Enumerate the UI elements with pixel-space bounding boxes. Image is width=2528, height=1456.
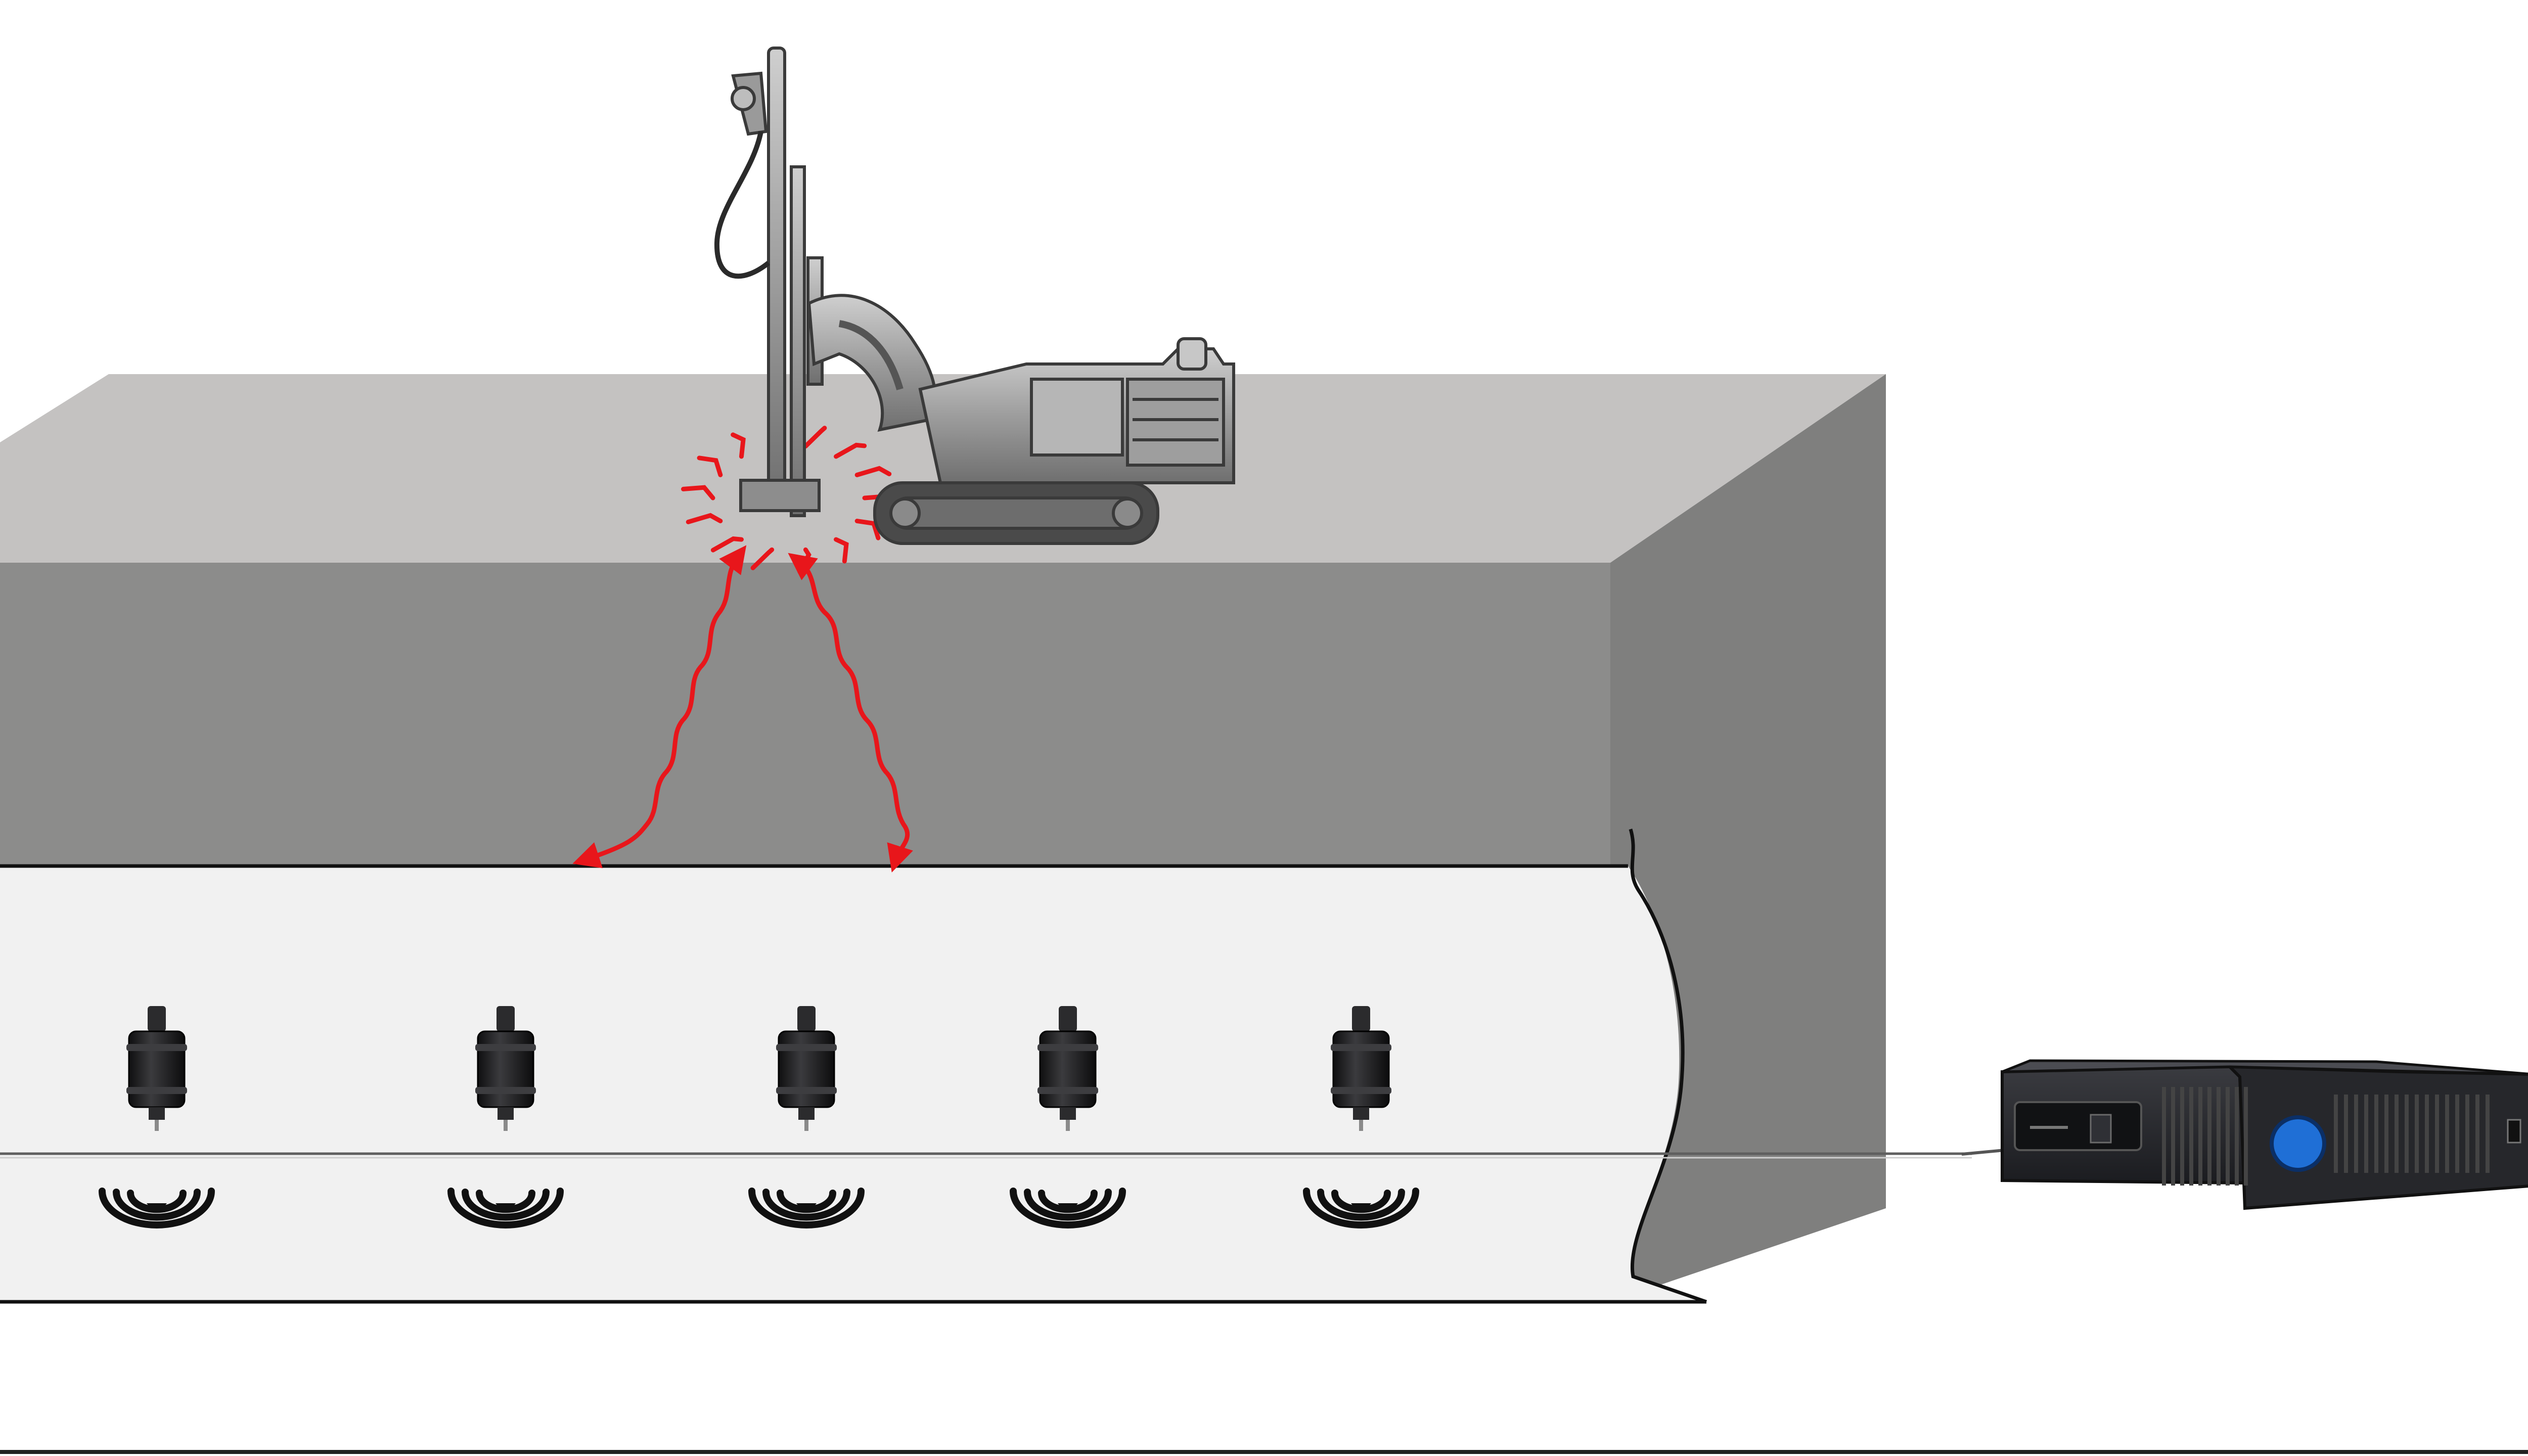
burst-mark [686,513,723,524]
geophone-sensor-icon [126,1006,187,1131]
recorder-blue-port [2270,1115,2326,1172]
burst-mark [697,456,723,477]
wifi-wave-icon [99,1188,215,1228]
tunnel [0,828,1707,1304]
burst-mark [797,547,811,574]
burst-mark [681,485,715,500]
ground-side-face [1610,374,1886,1302]
burst-mark [834,537,849,564]
wifi-wave-icon [748,1188,865,1228]
wifi-wave-icon [1303,1188,1419,1228]
geophone-sensor-array [99,1006,1419,1228]
burst-mark [803,426,827,449]
wavy-arrow-icon [788,553,913,873]
burst-mark [854,466,892,477]
geophone-sensor-icon [475,1006,536,1131]
geophone-sensor-icon [1331,1006,1391,1131]
geophone-sensor-icon [776,1006,837,1131]
tunnel-end-outline [1629,828,1707,1304]
wifi-wave-icon [447,1188,564,1228]
burst-mark [750,547,775,570]
burst-mark [731,432,746,459]
burst-mark [834,442,867,459]
drilling-rig-icon [714,47,1235,545]
geophone-sensor-icon [1037,1006,1098,1131]
tunnel-interior [0,866,1706,1302]
vibration-waves [572,545,913,873]
burst-mark [854,519,881,540]
signal-cable [0,1152,1972,1159]
data-logger-icon [1961,1059,2528,1210]
burst-mark [710,536,744,553]
wifi-wave-icon [1010,1188,1126,1228]
wavy-arrow-icon [572,545,747,869]
